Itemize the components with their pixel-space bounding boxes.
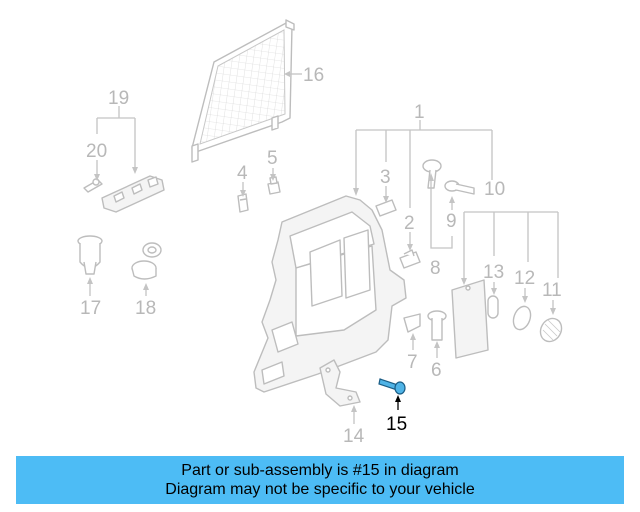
callout-19[interactable]: 19 bbox=[108, 88, 129, 109]
callout-1[interactable]: 1 bbox=[414, 102, 425, 123]
cap-part-12[interactable] bbox=[510, 304, 533, 332]
cap-part-13[interactable] bbox=[487, 295, 499, 319]
clip-part-2[interactable] bbox=[399, 249, 421, 269]
callout-labels: 16 19 20 17 18 4 5 1 3 2 10 9 8 13 12 11… bbox=[80, 65, 562, 447]
grommet-part-18[interactable] bbox=[131, 242, 162, 280]
callout-20[interactable]: 20 bbox=[86, 141, 107, 162]
callout-16[interactable]: 16 bbox=[303, 65, 324, 86]
callout-11[interactable]: 11 bbox=[542, 280, 562, 301]
callout-13[interactable]: 13 bbox=[483, 262, 504, 283]
bolt-part-6[interactable] bbox=[427, 310, 447, 341]
clip-part-7[interactable] bbox=[403, 313, 421, 333]
callout-15[interactable]: 15 bbox=[386, 414, 407, 435]
cap-part-11[interactable] bbox=[536, 315, 565, 346]
cargo-net-part[interactable] bbox=[191, 19, 295, 163]
banner-line-disclaimer: Diagram may not be specific to your vehi… bbox=[165, 481, 475, 498]
callout-3[interactable]: 3 bbox=[380, 167, 391, 188]
screw-part-9[interactable] bbox=[444, 180, 475, 195]
callout-2[interactable]: 2 bbox=[404, 213, 415, 234]
callout-14[interactable]: 14 bbox=[343, 426, 365, 447]
screw-part-8[interactable] bbox=[422, 159, 442, 189]
trim-clip-part-20[interactable] bbox=[83, 178, 103, 193]
callout-4[interactable]: 4 bbox=[237, 163, 248, 184]
callout-8[interactable]: 8 bbox=[430, 258, 441, 279]
callout-9[interactable]: 9 bbox=[446, 211, 457, 232]
bracket-part-14[interactable] bbox=[319, 359, 361, 407]
callout-6[interactable]: 6 bbox=[431, 360, 442, 381]
callout-10[interactable]: 10 bbox=[484, 179, 505, 200]
callout-5[interactable]: 5 bbox=[267, 148, 278, 169]
callout-12[interactable]: 12 bbox=[514, 268, 535, 289]
cover-plate-part-10[interactable] bbox=[451, 279, 489, 359]
info-banner: Part or sub-assembly is #15 in diagram D… bbox=[16, 456, 624, 504]
callout-7[interactable]: 7 bbox=[407, 352, 418, 373]
callout-18[interactable]: 18 bbox=[135, 298, 156, 319]
leader-lines bbox=[87, 71, 559, 424]
hook-bar-part[interactable] bbox=[101, 175, 165, 213]
clip-part-5[interactable] bbox=[267, 176, 281, 195]
push-fastener-part-17[interactable] bbox=[77, 235, 103, 275]
quarter-trim-panel-part[interactable] bbox=[253, 195, 407, 393]
callout-17[interactable]: 17 bbox=[80, 298, 101, 319]
bolt-part-15[interactable] bbox=[378, 378, 406, 395]
banner-line-part-number: Part or sub-assembly is #15 in diagram bbox=[181, 462, 459, 479]
clip-part-3[interactable] bbox=[375, 199, 397, 217]
